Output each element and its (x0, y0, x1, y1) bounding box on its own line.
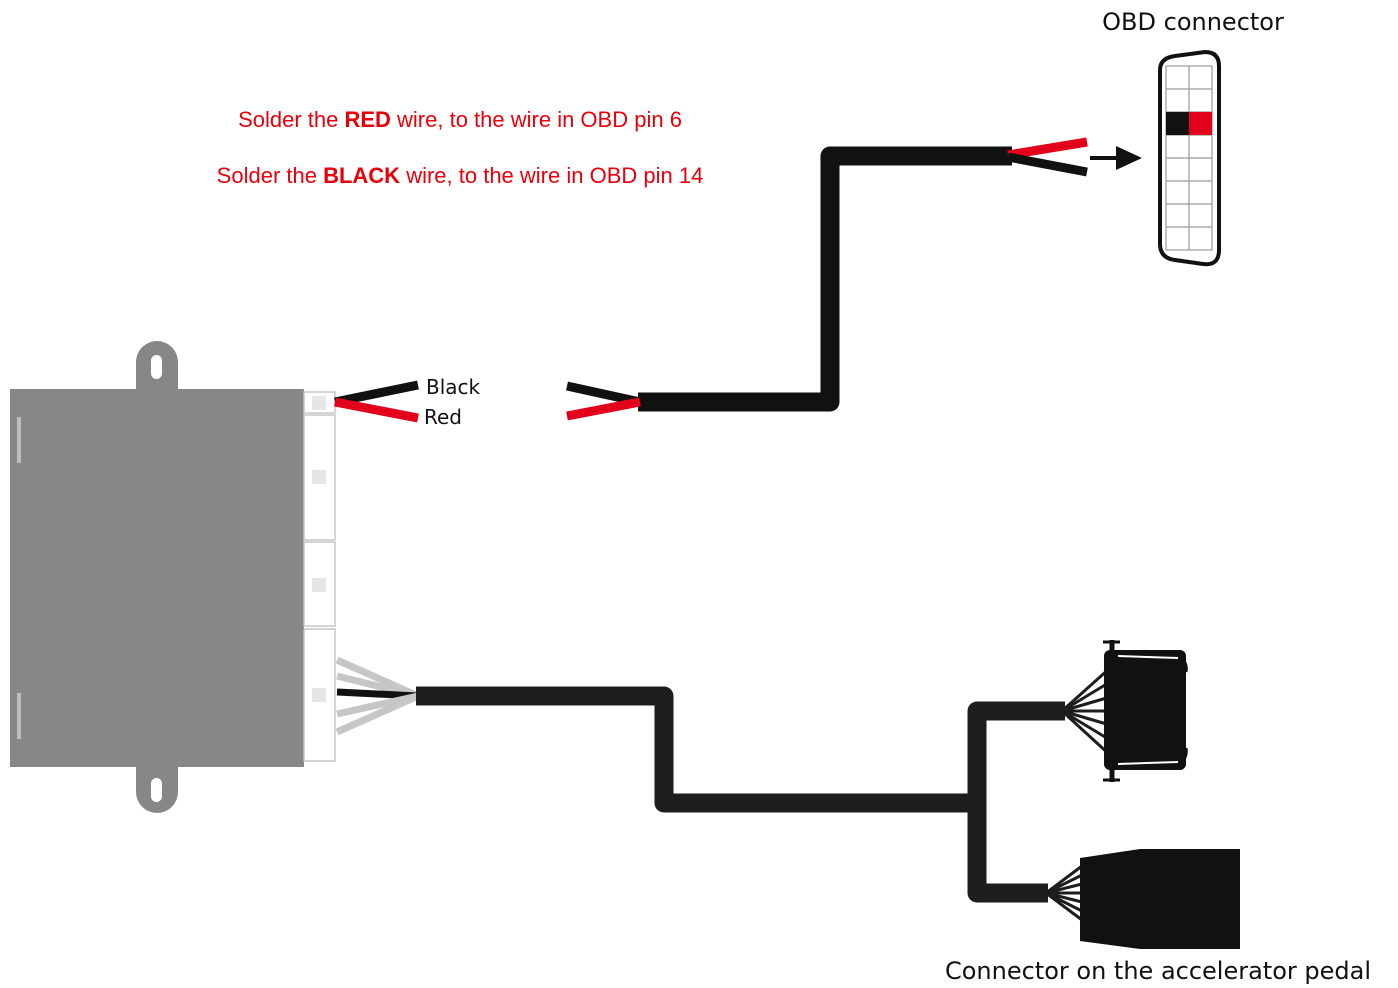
module-red-lead (334, 397, 419, 423)
connector-block-2 (303, 414, 336, 541)
instruction-red-wire: Solder the RED wire, to the wire in OBD … (238, 107, 682, 132)
arrow-right-icon (1090, 146, 1142, 170)
module-black-lead (334, 380, 419, 407)
upper-connector-fanout (1060, 666, 1112, 757)
obd-harness-cable (638, 146, 1012, 412)
obd-connector (1158, 49, 1221, 267)
pedal-harness-split (967, 701, 1065, 903)
pedal-connector-label: Connector on the accelerator pedal (945, 957, 1371, 985)
harness-red-wire-end (1007, 137, 1088, 160)
module-connectors (303, 391, 336, 762)
connector-block-4 (303, 628, 336, 762)
lower-connector-fanout (1045, 864, 1083, 922)
instruction-black-wire: Solder the BLACK wire, to the wire in OB… (217, 163, 704, 188)
obd-pin-6 (1189, 112, 1212, 135)
obd-pin-14 (1166, 112, 1189, 135)
vehicle-pedal-connector (1103, 640, 1188, 782)
pedal-harness-cable (416, 686, 977, 813)
harness-black-wire-end (1007, 152, 1088, 177)
harness-red-wire-start (566, 397, 641, 421)
harness-black-wire-start (566, 381, 641, 407)
module-wire-fanout (335, 656, 420, 736)
wire-label-black: Black (426, 375, 481, 399)
accelerator-pedal-connector (1080, 849, 1240, 949)
module-body (10, 389, 304, 767)
wire-label-red: Red (424, 405, 462, 429)
obd-connector-label: OBD connector (1102, 8, 1284, 36)
control-module (10, 341, 304, 813)
